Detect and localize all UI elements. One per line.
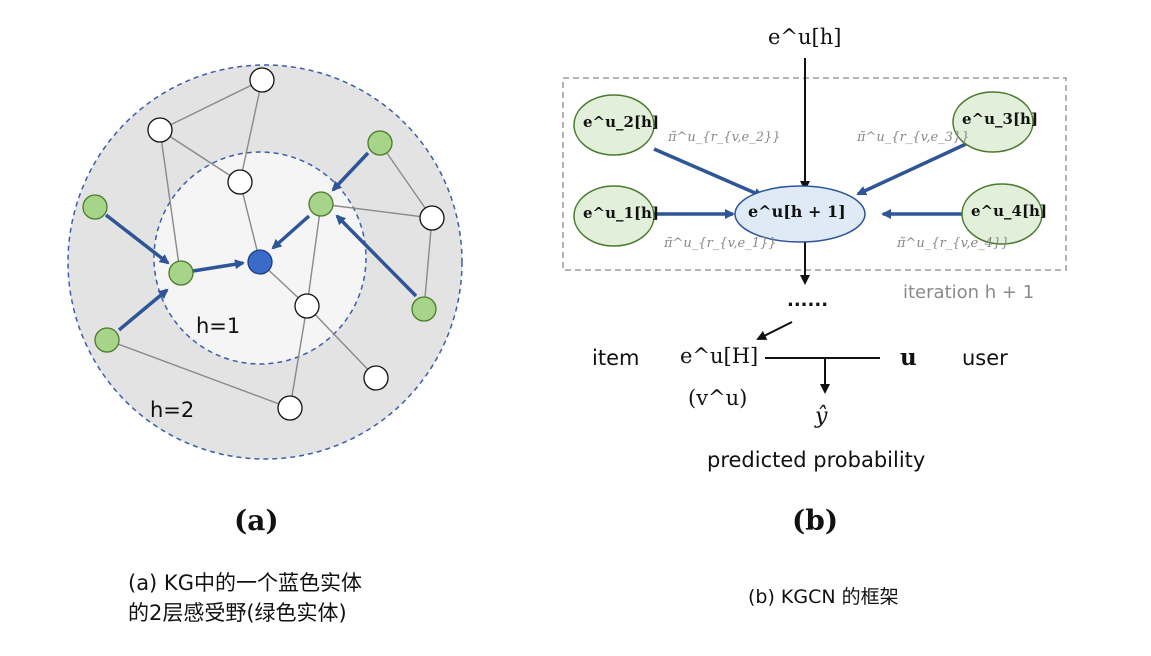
neighbor-2-label: e^u_2[h] xyxy=(583,113,660,131)
weight-4-label: π̃^u_{r_{v,e_4}} xyxy=(897,236,1010,251)
node-white xyxy=(147,117,173,143)
blue-arrows xyxy=(104,151,418,332)
iteration-label: iteration h + 1 xyxy=(903,282,1035,303)
neighbor-3-label: e^u_3[h] xyxy=(962,110,1039,128)
node-white xyxy=(419,205,445,231)
panel-a-caption-line1: (a) KG中的一个蓝色实体 xyxy=(128,571,362,595)
inner-ring-label: h=1 xyxy=(196,314,241,338)
node-green xyxy=(411,296,437,322)
gray-edges xyxy=(106,79,433,409)
neighbor-ellipse-1 xyxy=(573,185,655,247)
item-label: item xyxy=(592,346,640,370)
user-label: user xyxy=(962,346,1008,370)
neighbor-ellipse-3 xyxy=(952,91,1034,153)
center-label: e^u[h + 1] xyxy=(748,202,846,221)
iteration-box xyxy=(562,77,1067,271)
panel-b-diagram xyxy=(562,58,1067,394)
panel-a-caption-line2: 的2层感受野(绿色实体) xyxy=(128,601,347,625)
output-symbol: ŷ xyxy=(815,404,828,429)
neighbor-ellipse-2 xyxy=(573,94,655,156)
node-green xyxy=(94,327,120,353)
item-vector: e^u[H] xyxy=(680,344,759,368)
panel-b-label: (b) xyxy=(792,504,839,537)
node-white xyxy=(294,293,320,319)
ellipsis: ...... xyxy=(787,290,829,311)
node-green xyxy=(367,130,393,156)
neighbor-4-label: e^u_4[h] xyxy=(971,202,1048,220)
outer-ring-label: h=2 xyxy=(150,398,195,422)
node-green xyxy=(168,260,194,286)
weight-1-label: π̃^u_{r_{v,e_1}} xyxy=(664,236,777,251)
node-green xyxy=(308,191,334,217)
output-label: predicted probability xyxy=(707,448,926,472)
neighbor-1-label: e^u_1[h] xyxy=(583,204,660,222)
center-ellipse xyxy=(734,185,866,243)
panel-a-label: (a) xyxy=(234,504,279,537)
input-vector: e^u[h] xyxy=(768,25,842,49)
node-green xyxy=(82,194,108,220)
panel-b-caption: (b) KGCN 的框架 xyxy=(748,586,899,608)
node-white xyxy=(277,395,303,421)
weight-3-label: π̃^u_{r_{v,e_3}} xyxy=(857,130,970,145)
node-white xyxy=(363,365,389,391)
weight-2-label: π̃^u_{r_{v,e_2}} xyxy=(668,130,781,145)
neighbor-ellipse-4 xyxy=(961,183,1043,245)
panel-a-graph xyxy=(67,64,463,460)
item-vector-alt: (v^u) xyxy=(688,386,748,410)
node-blue-target xyxy=(247,249,273,275)
node-white xyxy=(227,169,253,195)
node-white xyxy=(249,67,275,93)
user-vector: u xyxy=(900,344,917,371)
